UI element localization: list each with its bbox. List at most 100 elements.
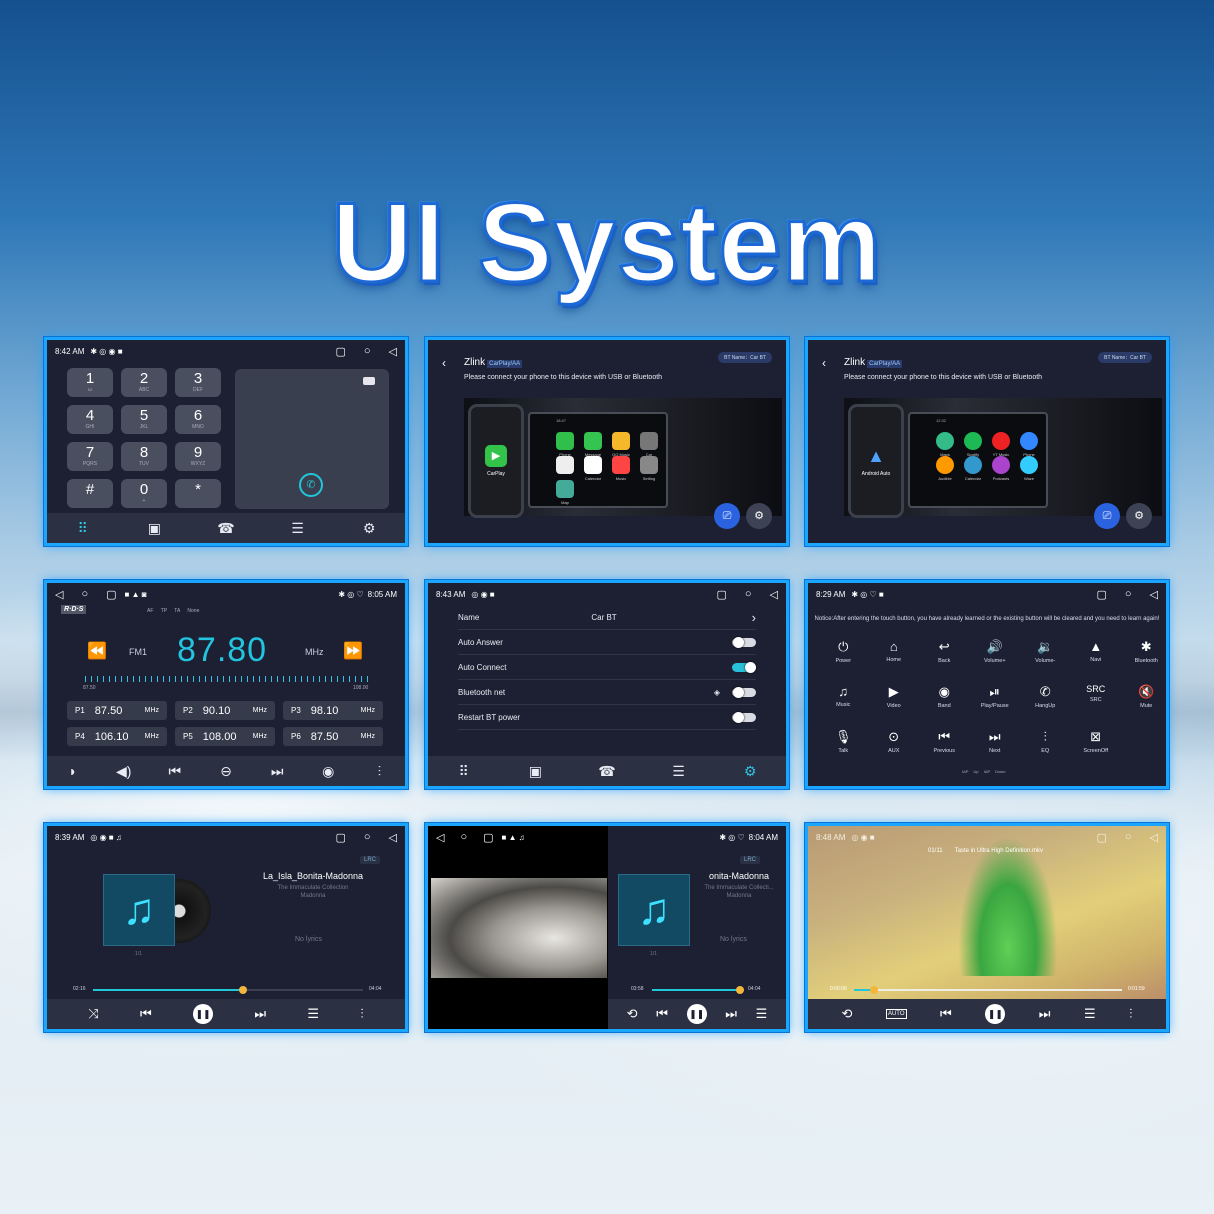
carplay-app-icon[interactable] [556, 456, 574, 474]
carplay-app-icon[interactable]: Music [612, 456, 630, 481]
prev-station-icon[interactable]: ⏮ [168, 762, 182, 779]
progress-bar[interactable] [854, 986, 1122, 994]
back-icon[interactable]: ◁ [1149, 831, 1158, 844]
home-icon[interactable]: ○ [363, 830, 371, 843]
next-icon[interactable]: ⏭ [1038, 1006, 1051, 1021]
carplay-app-icon[interactable]: Message [584, 432, 602, 457]
next-station-icon[interactable]: ⏭ [270, 762, 284, 779]
swc-button-screenoff[interactable]: ⊠ScreenOff [1071, 729, 1122, 766]
auto-answer-toggle[interactable] [732, 636, 756, 648]
recents-icon[interactable]: ▢ [335, 831, 346, 844]
swc-button-aux[interactable]: ⊙AUX [869, 729, 920, 766]
swc-button-music[interactable]: ♫Music [818, 684, 869, 721]
swc-button-mute[interactable]: 🔇Mute [1121, 684, 1166, 721]
playlist-icon[interactable]: ☰ [307, 1006, 320, 1021]
dial-key[interactable]: # [67, 479, 113, 508]
music-list-icon[interactable]: ☰ [672, 762, 685, 779]
bt-name-badge[interactable]: BT Name：Car BT [1098, 352, 1152, 363]
home-icon[interactable]: ○ [81, 587, 89, 600]
swc-button-hangup[interactable]: ✆HangUp [1020, 684, 1071, 721]
back-arrow-icon[interactable]: ‹ [442, 356, 446, 370]
carplay-app-icon[interactable]: Map [556, 480, 574, 505]
swc-button-video[interactable]: ▶Video [869, 684, 920, 721]
swc-button-talk[interactable]: 🎙Talk [818, 729, 869, 766]
swc-button-volume-[interactable]: 🔊Volume+ [970, 639, 1021, 676]
android-app-icon[interactable]: Calendar [964, 456, 982, 481]
android-app-icon[interactable]: Spotify [964, 432, 982, 457]
bluetooth-net-toggle[interactable] [732, 686, 756, 698]
pause-icon[interactable]: ❚❚ [686, 1004, 707, 1024]
lrc-badge[interactable]: LRC [740, 856, 761, 864]
settings-gear-icon[interactable]: ⚙ [746, 503, 772, 529]
recents-icon[interactable]: ▢ [335, 345, 346, 358]
playlist-icon[interactable]: ☰ [755, 1006, 768, 1021]
swc-button-next[interactable]: ⏭Next [970, 729, 1021, 766]
swc-button-bluetooth[interactable]: ✱Bluetooth [1121, 639, 1166, 676]
swc-button-band[interactable]: ◉Band [919, 684, 970, 721]
progress-knob[interactable] [239, 986, 248, 994]
home-icon[interactable]: ○ [1124, 587, 1132, 600]
back-icon[interactable]: ◁ [388, 831, 397, 844]
progress-knob[interactable] [870, 986, 879, 994]
progress-knob[interactable] [735, 986, 744, 994]
settings-icon[interactable]: ⚙ [743, 762, 757, 779]
carplay-app-icon[interactable]: QQ Music [612, 432, 630, 457]
swc-button-play-pause[interactable]: ⏯Play/Pause [970, 684, 1021, 721]
call-icon[interactable]: ✆ [299, 473, 323, 497]
back-arrow-icon[interactable]: ‹ [822, 356, 826, 370]
auto-mode-button[interactable]: AUTO [885, 1009, 907, 1019]
repeat-icon[interactable]: ⟲ [841, 1006, 853, 1021]
pause-icon[interactable]: ❚❚ [985, 1004, 1006, 1024]
android-app-icon[interactable]: Audible [936, 456, 954, 481]
android-app-icon[interactable]: Waze [1020, 456, 1038, 481]
back-icon[interactable]: ◁ [388, 345, 397, 358]
swc-button-eq[interactable]: ⫶EQ [1020, 729, 1071, 766]
rds-flags[interactable]: AF TP TA None [147, 608, 200, 614]
lrc-badge[interactable]: LRC [360, 856, 381, 864]
pause-icon[interactable]: ❚❚ [193, 1004, 214, 1024]
android-app-icon[interactable]: YT Music [992, 432, 1010, 457]
dial-key[interactable]: 0+ [121, 479, 167, 508]
auto-connect-toggle[interactable] [732, 661, 756, 673]
back-icon[interactable]: ◁ [1149, 588, 1158, 601]
home-icon[interactable]: ○ [744, 587, 752, 600]
recents-icon[interactable]: ▢ [106, 588, 117, 601]
settings-icon[interactable]: ⚙ [362, 519, 376, 536]
carplay-app-icon[interactable]: Calendar [584, 456, 602, 481]
signal-icon[interactable]: ◗ [68, 763, 77, 779]
swc-button-previous[interactable]: ⏮Previous [919, 729, 970, 766]
android-app-icon[interactable]: Podcasts [992, 456, 1010, 481]
swc-button-power[interactable]: ⏻Power [818, 639, 869, 676]
seek-back-icon[interactable]: ⏪ [87, 643, 107, 660]
repeat-icon[interactable]: ⟲ [626, 1006, 638, 1021]
back-icon[interactable]: ◁ [436, 831, 445, 844]
bt-name-badge[interactable]: BT Name：Car BT [718, 352, 772, 363]
screen-mirror-icon[interactable]: ⎚ [1094, 503, 1120, 529]
previous-icon[interactable]: ⏮ [656, 1006, 668, 1021]
home-icon[interactable]: ○ [363, 344, 371, 357]
carplay-app-icon[interactable]: Car [640, 432, 658, 457]
iap-buttons[interactable]: IAP Up IAP Down [962, 769, 1006, 774]
playlist-icon[interactable]: ☰ [1083, 1006, 1096, 1021]
home-icon[interactable]: ○ [460, 830, 468, 843]
recents-icon[interactable]: ▢ [1096, 588, 1107, 601]
frequency-scale[interactable] [85, 676, 371, 682]
music-list-icon[interactable]: ☰ [291, 519, 304, 536]
seek-forward-icon[interactable]: ⏩ [343, 643, 363, 660]
backspace-icon[interactable] [363, 377, 375, 385]
rds-badge[interactable]: R·D·S [61, 605, 87, 614]
equalizer-icon[interactable]: ⫶ [360, 1006, 364, 1021]
volume-icon[interactable]: ◀) [115, 762, 132, 779]
recents-icon[interactable]: ▢ [483, 831, 494, 844]
